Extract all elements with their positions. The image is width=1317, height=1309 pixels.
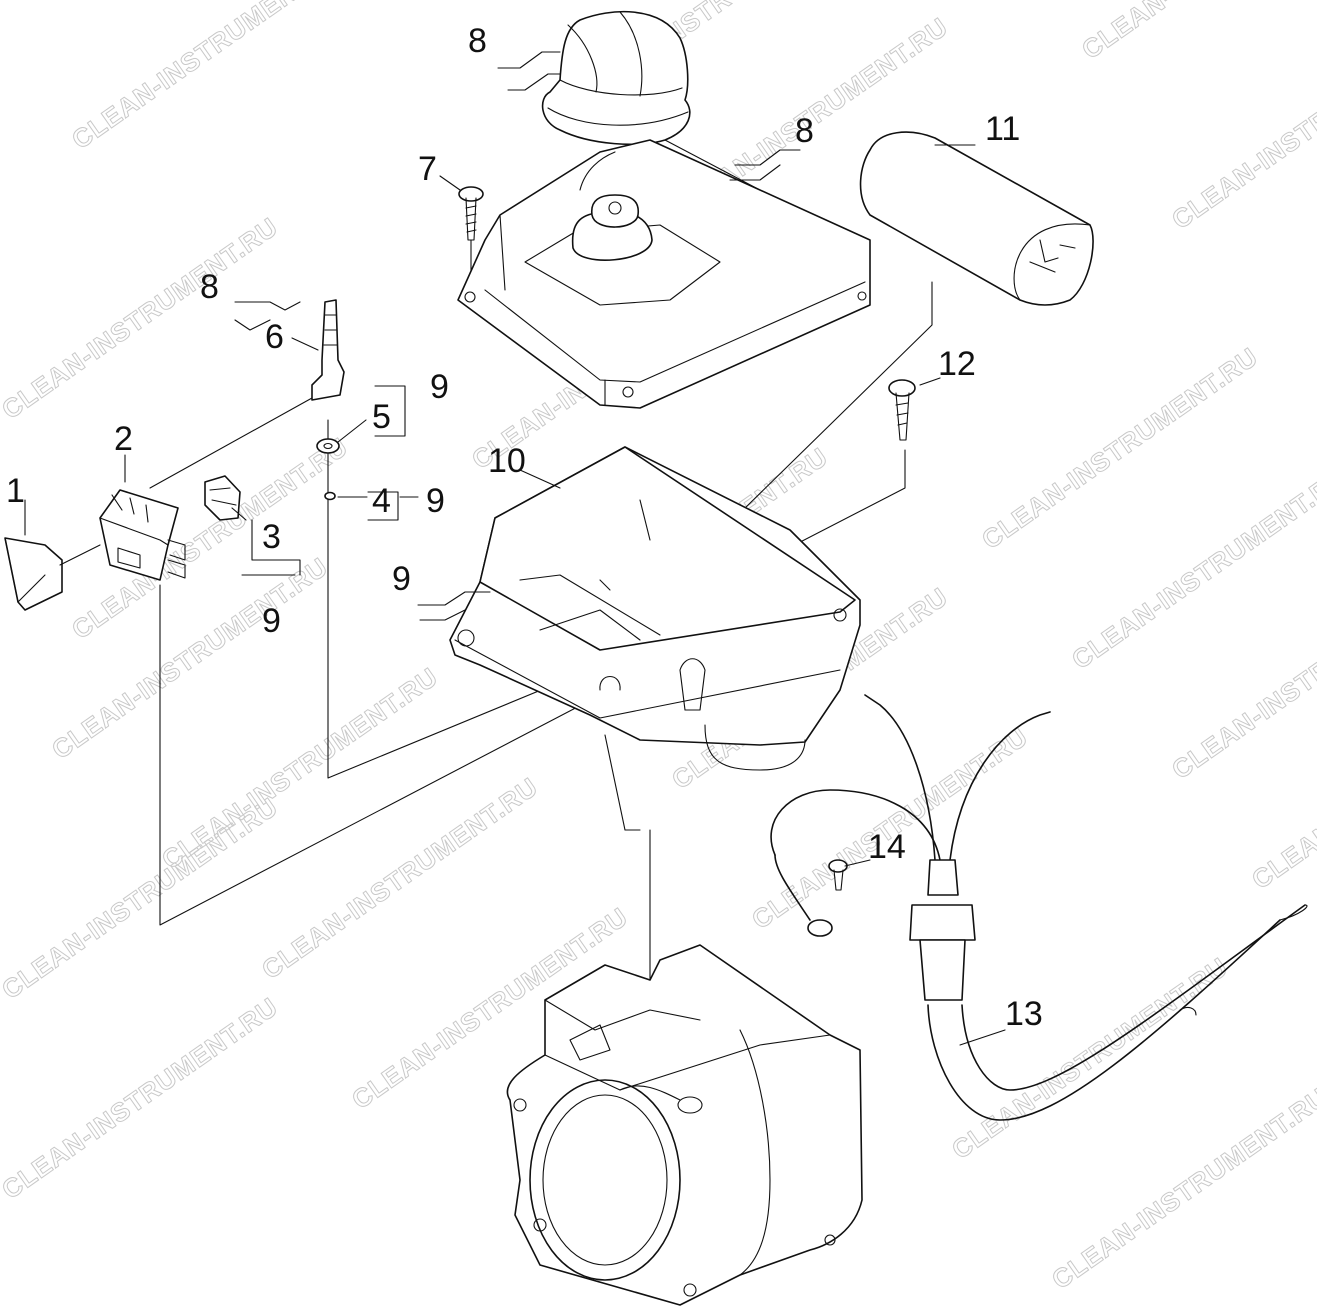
callout-8-cap: 8: [468, 22, 487, 60]
callout-2: 2: [114, 420, 133, 458]
watermark: CLEAN-INSTRUMENT.RU: [66, 0, 353, 155]
switch-housing: [449, 446, 861, 831]
callout-6: 6: [265, 318, 284, 356]
callout-1: 1: [6, 472, 25, 510]
watermark: CLEAN-INSTRUMENT.RU: [1046, 1081, 1317, 1295]
screw-12: [888, 379, 916, 441]
callout-6-group-8: 8: [200, 268, 219, 306]
callout-4-group-9: 9: [426, 482, 445, 520]
watermark: CLEAN-INSTRUMENT.RU: [1166, 571, 1317, 785]
callout-3: 3: [262, 518, 281, 556]
watermark: CLEAN-INSTRUMENT.RU: [1166, 21, 1317, 235]
watermark: CLEAN-INSTRUMENT.RU: [0, 211, 283, 425]
screw-14: [828, 859, 848, 891]
callout-12: 12: [938, 345, 976, 383]
watermark: CLEAN-INSTRUMENT.RU: [46, 551, 333, 765]
callout-5-group-9: 9: [430, 368, 449, 406]
callout-13: 13: [1005, 995, 1043, 1033]
watermark: CLEAN-INSTRUMENT.RU: [256, 771, 543, 985]
upper-cover: [457, 139, 871, 409]
callout-4: 4: [372, 482, 391, 520]
callout-8-cover: 8: [795, 112, 814, 150]
capacitor: [859, 131, 1094, 306]
callout-11: 11: [985, 110, 1020, 148]
washer-5: [316, 438, 340, 454]
callout-labels: 1 2 3 9 4 9 5 9 6 8 7 8 8 9 10 11 12 13 …: [6, 22, 1043, 1033]
callout-5: 5: [372, 398, 391, 436]
watermark: CLEAN-INSTRUMENT.RU: [1066, 461, 1317, 675]
o-ring-4: [324, 491, 336, 501]
watermark: CLEAN-INSTRUMENT.RU: [0, 791, 283, 1005]
watermark: CLEAN-INSTRUMENT.RU: [0, 991, 283, 1205]
micro-switch: [99, 489, 186, 581]
motor-flange: [506, 944, 863, 1306]
callout-3-group-9: 9: [262, 602, 281, 640]
callout-10: 10: [488, 442, 526, 480]
insulating-plate: [4, 537, 63, 611]
terminal-clip: [204, 475, 241, 521]
plunger: [311, 299, 345, 401]
callout-7: 7: [418, 150, 437, 188]
power-cable: [770, 694, 1308, 1121]
callout-9-housing: 9: [392, 560, 411, 598]
watermark: CLEAN-INSTRUMENT.RU: [1076, 0, 1317, 65]
callout-14: 14: [868, 828, 906, 866]
watermark: CLEAN-INSTRUMENT.RU: [976, 341, 1263, 555]
screw-7: [458, 186, 484, 241]
callout-leaders: [24, 51, 1006, 1046]
rubber-cap: [541, 10, 691, 146]
